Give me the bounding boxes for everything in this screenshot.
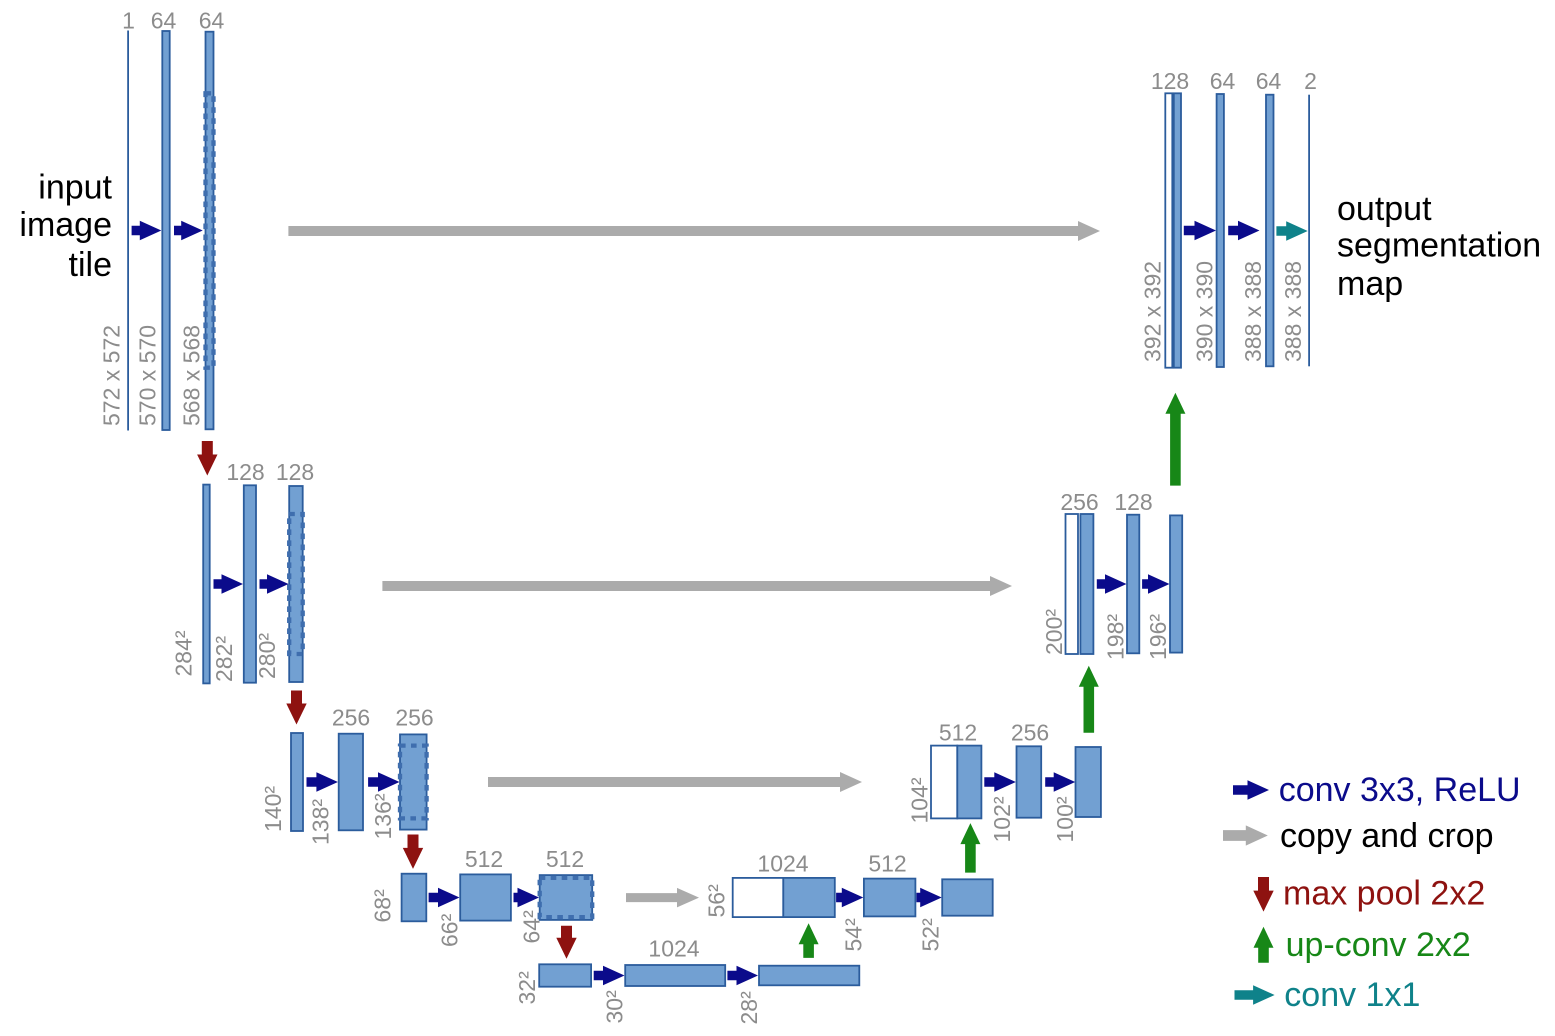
svg-text:2: 2 xyxy=(1304,68,1317,94)
svg-text:max pool 2x2: max pool 2x2 xyxy=(1283,875,1485,913)
svg-text:198²: 198² xyxy=(1103,614,1129,660)
svg-text:284²: 284² xyxy=(171,630,197,676)
svg-text:64: 64 xyxy=(151,8,177,34)
svg-text:570 x 570: 570 x 570 xyxy=(135,325,161,426)
svg-text:up-conv 2x2: up-conv 2x2 xyxy=(1286,926,1471,964)
svg-text:256: 256 xyxy=(332,705,370,731)
svg-text:image: image xyxy=(19,206,112,244)
svg-text:512: 512 xyxy=(546,846,584,872)
svg-text:32²: 32² xyxy=(514,971,540,1005)
svg-text:output: output xyxy=(1337,190,1432,228)
svg-text:256: 256 xyxy=(395,705,433,731)
svg-text:256: 256 xyxy=(1060,489,1098,515)
svg-text:140²: 140² xyxy=(260,786,286,832)
svg-text:68²: 68² xyxy=(370,889,396,923)
svg-text:388 x 388: 388 x 388 xyxy=(1280,261,1306,362)
svg-text:conv 3x3, ReLU: conv 3x3, ReLU xyxy=(1279,771,1521,809)
svg-text:1024: 1024 xyxy=(648,936,699,962)
svg-text:64: 64 xyxy=(199,8,225,34)
svg-text:64²: 64² xyxy=(519,910,545,944)
svg-text:1024: 1024 xyxy=(757,851,808,877)
svg-text:56²: 56² xyxy=(704,884,730,918)
svg-text:104²: 104² xyxy=(907,777,933,823)
svg-text:128: 128 xyxy=(276,459,314,485)
svg-text:256: 256 xyxy=(1011,720,1049,746)
svg-text:280²: 280² xyxy=(254,633,280,679)
svg-text:392 x 392: 392 x 392 xyxy=(1140,261,1166,362)
svg-text:64: 64 xyxy=(1256,68,1282,94)
svg-text:390 x 390: 390 x 390 xyxy=(1192,261,1218,362)
svg-text:138²: 138² xyxy=(308,799,334,845)
svg-text:512: 512 xyxy=(465,846,503,872)
svg-text:102²: 102² xyxy=(989,796,1015,842)
svg-text:30²: 30² xyxy=(602,990,628,1024)
svg-text:100²: 100² xyxy=(1052,796,1078,842)
svg-text:512: 512 xyxy=(868,851,906,877)
svg-text:128: 128 xyxy=(1151,68,1189,94)
svg-text:66²: 66² xyxy=(437,913,463,947)
svg-text:282²: 282² xyxy=(211,636,237,682)
svg-text:512: 512 xyxy=(939,720,977,746)
svg-text:136²: 136² xyxy=(370,793,396,839)
svg-text:568 x 568: 568 x 568 xyxy=(179,325,205,426)
svg-text:52²: 52² xyxy=(918,918,944,952)
svg-text:388 x 388: 388 x 388 xyxy=(1240,261,1266,362)
svg-text:conv 1x1: conv 1x1 xyxy=(1284,976,1420,1014)
svg-text:572 x 572: 572 x 572 xyxy=(99,325,125,426)
svg-text:segmentation: segmentation xyxy=(1337,227,1541,265)
svg-text:128: 128 xyxy=(1114,489,1152,515)
svg-text:map: map xyxy=(1337,265,1403,303)
svg-text:tile: tile xyxy=(69,246,112,284)
svg-text:28²: 28² xyxy=(736,991,762,1025)
svg-text:1: 1 xyxy=(122,8,135,34)
svg-text:128: 128 xyxy=(226,459,264,485)
svg-text:64: 64 xyxy=(1210,68,1236,94)
svg-text:copy and crop: copy and crop xyxy=(1280,817,1494,855)
svg-text:input: input xyxy=(38,169,112,207)
svg-text:196²: 196² xyxy=(1145,614,1171,660)
svg-text:200²: 200² xyxy=(1041,609,1067,655)
svg-text:54²: 54² xyxy=(841,918,867,952)
